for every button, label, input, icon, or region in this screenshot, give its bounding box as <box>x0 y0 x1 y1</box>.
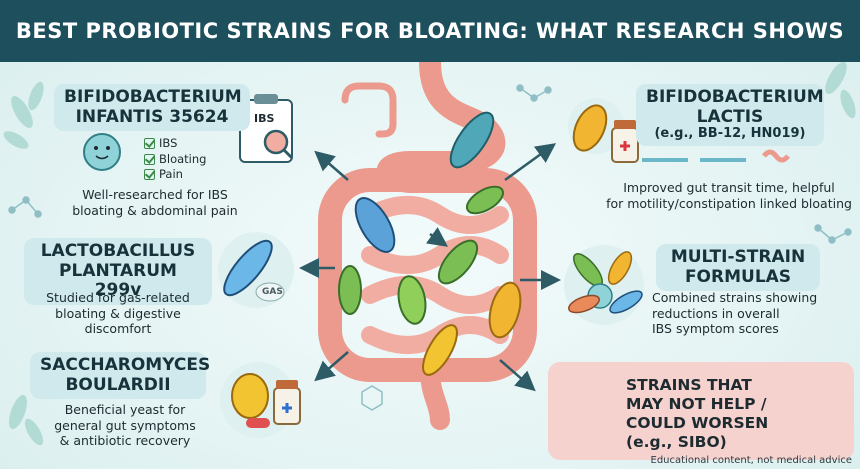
plantarum-heading: LACTOBACILLUS PLANTARUM 299v <box>24 238 212 305</box>
infantis-checklist: IBS Bloating Pain <box>144 136 206 183</box>
check-icon <box>144 169 155 181</box>
plantarum-illustration <box>218 232 294 308</box>
multi-strain-heading-line2: FORMULAS <box>684 266 792 287</box>
multi-strain-illustration <box>564 245 644 325</box>
gas-label: GAS <box>262 287 283 297</box>
plantarum-heading-line2: PLANTARUM 299v <box>59 260 177 301</box>
intestine-illustration <box>318 51 537 430</box>
page-title: BEST PROBIOTIC STRAINS FOR BLOATING: WHA… <box>15 19 845 43</box>
leaf-decoration-left <box>3 81 44 446</box>
checklist-item: IBS <box>144 136 206 152</box>
lactis-subheading: (e.g., BB-12, HN019) <box>654 126 806 142</box>
check-icon <box>144 153 155 165</box>
multi-strain-description: Combined strains showing reductions in o… <box>652 290 818 337</box>
saccharomyces-heading-line2: BOULARDII <box>65 374 171 395</box>
infantis-description: Well-researched for IBS bloating & abdom… <box>72 187 238 218</box>
lactis-illustration <box>568 98 790 163</box>
infantis-heading-line1: BIFIDOBACTERIUM <box>64 87 242 107</box>
saccharomyces-illustration <box>220 362 301 438</box>
check-icon <box>144 138 155 150</box>
saccharomyces-heading-line1: SACCHAROMYCES <box>40 355 211 375</box>
colon-icon <box>341 82 397 138</box>
warning-box <box>548 362 854 460</box>
clipboard-label: IBS <box>254 112 275 125</box>
footer-note: Educational content, not medical advice <box>650 455 853 466</box>
saccharomyces-description: Beneficial yeast for general gut symptom… <box>54 402 196 449</box>
lactis-heading-line2: LACTIS <box>696 106 764 127</box>
bacteria-illustration <box>338 111 522 376</box>
multi-strain-heading-line1: MULTI-STRAIN <box>670 247 806 267</box>
plantarum-heading-line1: LACTOBACILLUS <box>40 241 196 261</box>
molecule-decoration <box>8 84 852 411</box>
lactis-heading-line1: BIFIDOBACTERIUM <box>646 87 824 107</box>
plantarum-description: Studied for gas-related bloating & diges… <box>46 290 190 337</box>
infantis-heading: BIFIDOBACTERIUM INFANTIS 35624 <box>54 84 250 132</box>
title-bar: BEST PROBIOTIC STRAINS FOR BLOATING: WHA… <box>0 0 860 62</box>
leaf-decoration-right <box>825 62 856 119</box>
multi-strain-heading: MULTI-STRAIN FORMULAS <box>656 244 820 292</box>
saccharomyces-heading: SACCHAROMYCES BOULARDII <box>30 352 211 400</box>
lactis-heading: BIFIDOBACTERIUM LACTIS (e.g., BB-12, HN0… <box>636 84 824 147</box>
arrow-connectors <box>299 143 561 392</box>
infantis-heading-line2: INFANTIS 35624 <box>75 106 229 127</box>
warning-text: STRAINS THAT MAY NOT HELP / COULD WORSEN… <box>626 376 769 451</box>
lactis-description: Improved gut transit time, helpful for m… <box>606 180 852 211</box>
checklist-item: Pain <box>144 167 206 183</box>
checklist-item: Bloating <box>144 152 206 168</box>
